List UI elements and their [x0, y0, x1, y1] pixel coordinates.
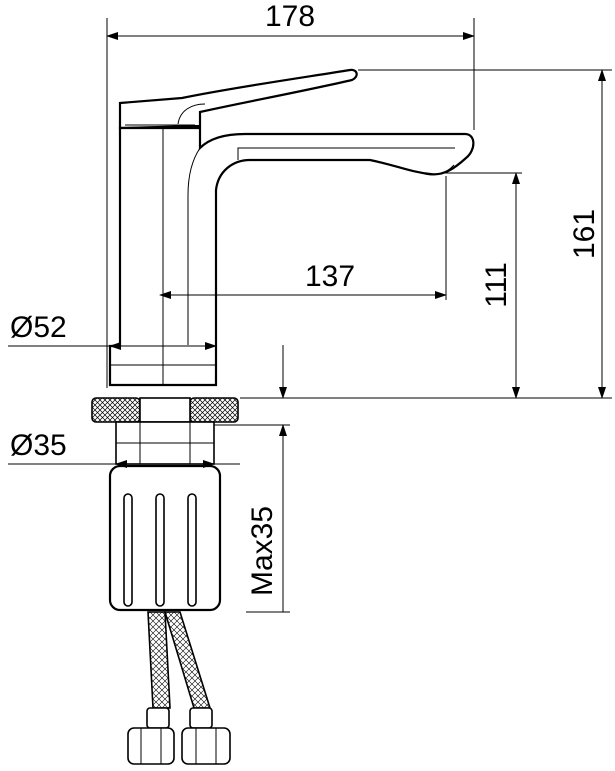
faucet-body — [108, 68, 475, 387]
mounting-base — [91, 397, 239, 465]
max-deck-thickness-label: Max35 — [246, 506, 279, 596]
spout-reach-label: 137 — [305, 260, 355, 293]
supply-hoses — [127, 611, 231, 765]
base-diameter-label: Ø52 — [10, 311, 67, 344]
lever-handle — [118, 68, 358, 130]
overall-height-label: 161 — [568, 209, 601, 259]
dimension-lines — [8, 32, 606, 613]
shank-diameter-label: Ø35 — [10, 429, 67, 462]
spout-height-label: 111 — [480, 262, 513, 308]
threaded-shank — [108, 464, 222, 612]
overall-length-label: 178 — [265, 0, 315, 33]
